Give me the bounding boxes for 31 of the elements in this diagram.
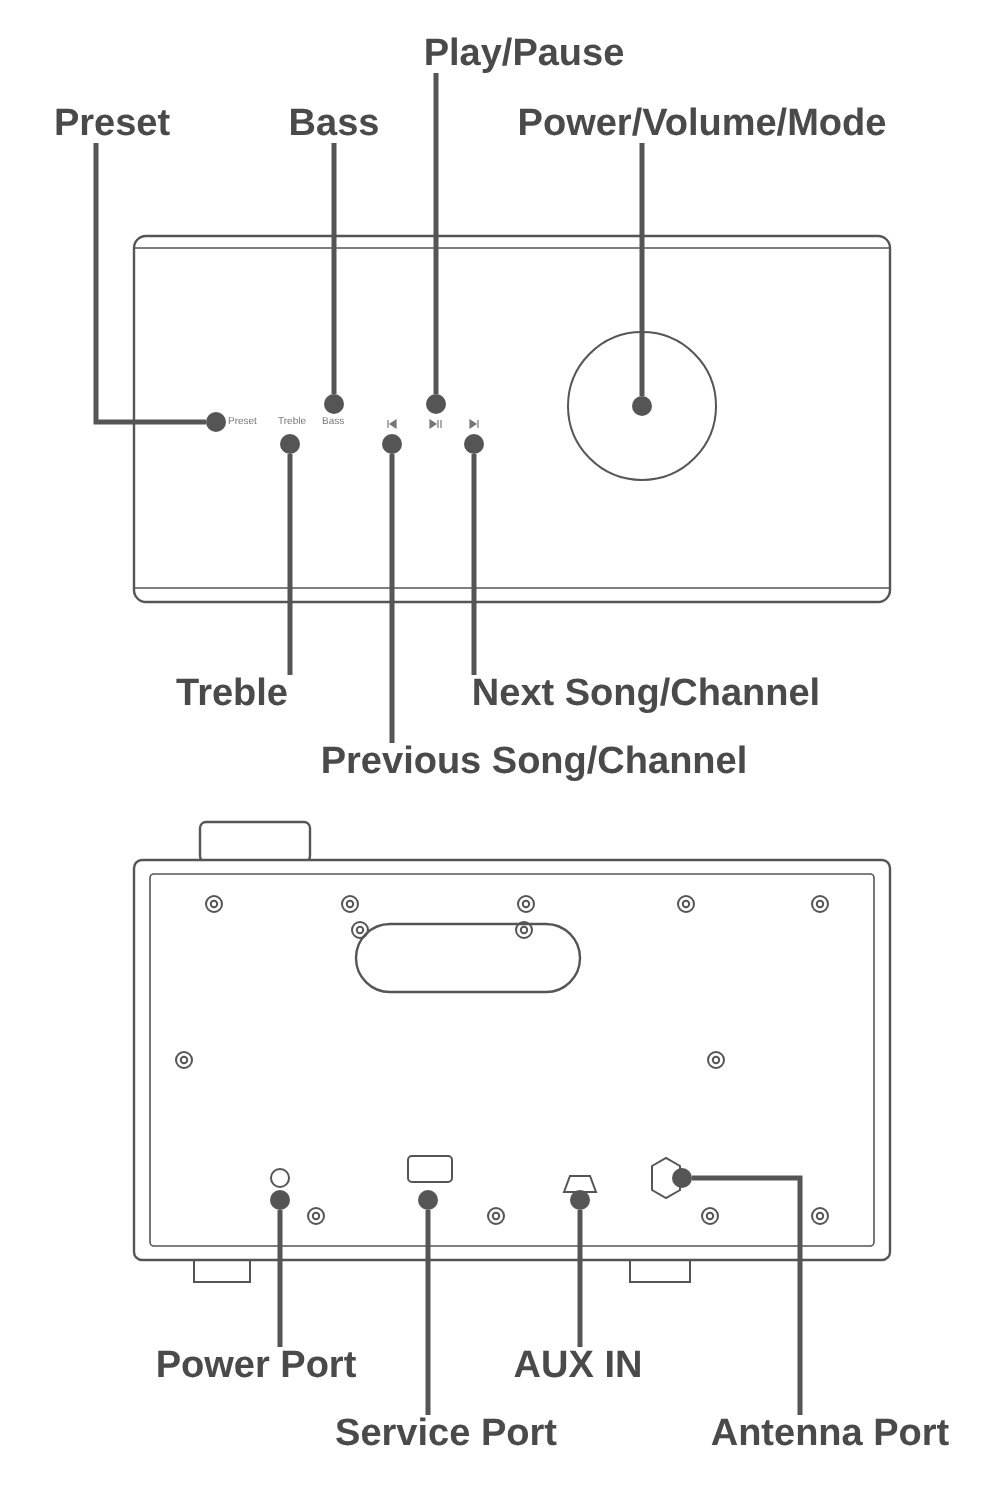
callout-label: Previous Song/Channel xyxy=(320,743,748,781)
callout-label: Bass xyxy=(288,105,380,143)
callout-dot xyxy=(426,394,446,414)
leader-line xyxy=(433,73,439,394)
callout-label: Service Port xyxy=(335,1415,557,1453)
callout-label: Next Song/Channel xyxy=(471,675,821,713)
callout-label: AUX IN xyxy=(513,1347,643,1385)
callout-label: Preset xyxy=(53,105,171,143)
callout-dot xyxy=(382,434,402,454)
callout-dot xyxy=(672,1168,692,1188)
callout-dot xyxy=(632,396,652,416)
leader-line xyxy=(425,1210,431,1415)
callout-dot xyxy=(418,1190,438,1210)
leader-line xyxy=(471,454,477,675)
leader-line xyxy=(277,1210,283,1347)
callout-label: Play/Pause xyxy=(423,35,625,73)
callout-dot xyxy=(206,412,226,432)
leader-line xyxy=(389,454,395,743)
callout-label: Antenna Port xyxy=(710,1415,950,1453)
leader-line xyxy=(287,454,293,675)
callout-label: Power/Volume/Mode xyxy=(517,105,887,143)
callout-dot xyxy=(324,394,344,414)
callout-dot xyxy=(570,1190,590,1210)
callout-dot xyxy=(280,434,300,454)
callout-dot xyxy=(270,1190,290,1210)
callout-dot xyxy=(464,434,484,454)
leader-line xyxy=(93,143,206,425)
leader-line xyxy=(331,143,337,394)
callout-label: Treble xyxy=(176,675,288,713)
leader-line xyxy=(639,143,645,396)
callout-label: Power Port xyxy=(155,1347,357,1385)
